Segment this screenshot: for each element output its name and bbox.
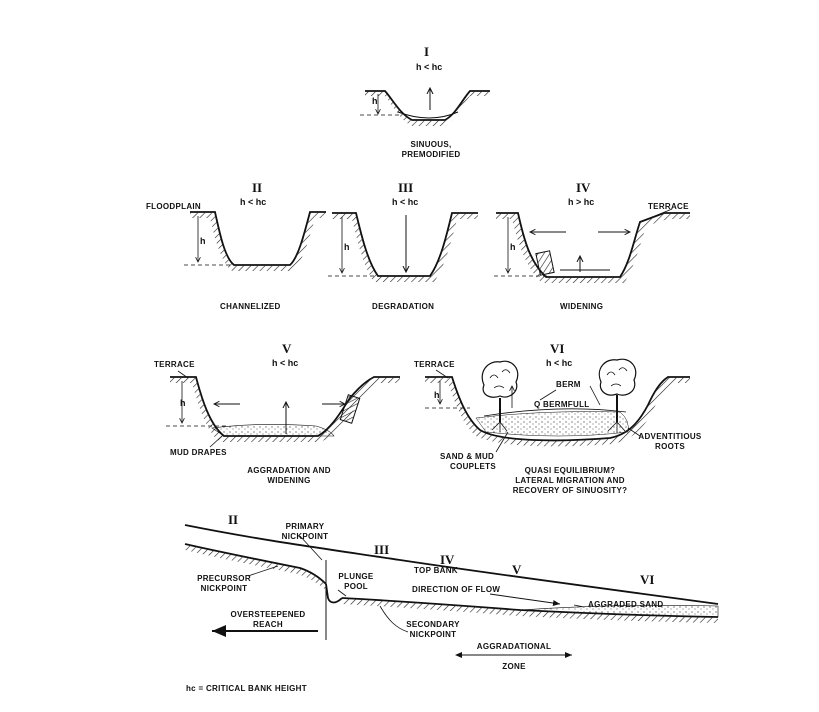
stage-1-caption-line-1: SINUOUS, [410,140,452,149]
stage-2-h: h [200,236,206,246]
aggraded-sand-label: AGGRADED SAND [588,600,664,609]
stage-5-caption-line-1: AGGRADATION AND [247,466,331,475]
stage-3-h: h [344,242,350,252]
adventitious-roots-line-1: ADVENTITIOUS [638,432,702,441]
adventitious-roots-line-2: ROOTS [655,442,685,451]
terrace-label-stage-6: TERRACE [414,360,455,369]
profile-stage-2-numeral: II [228,512,239,527]
secondary-nickpoint-line-2: NICKPOINT [409,630,457,639]
berm-label: BERM [556,380,581,389]
precursor-nickpoint-line-2: NICKPOINT [200,584,248,593]
longitudinal-profile [184,524,719,658]
mud-drapes-label: MUD DRAPES [170,448,227,457]
tree-left-icon [481,360,519,432]
secondary-nickpoint-label: SECONDARY NICKPOINT [398,620,468,640]
secondary-nickpoint-line-1: SECONDARY [406,620,460,629]
oversteepened-reach-line-1: OVERSTEEPENED [230,610,306,619]
stage-3-cross-section [328,212,478,282]
stage-4-cross-section [494,208,690,283]
plunge-pool-line-1: PLUNGE [338,572,374,581]
plunge-pool-line-2: POOL [344,582,368,591]
stage-6-numeral: VI [550,341,565,356]
stage-3-equation: h < hc [392,197,419,207]
q-bermfull-label: Q BERMFULL [534,400,590,409]
stage-5-equation: h < hc [272,358,299,368]
stage-6-question-line-3: RECOVERY OF SINUOSITY? [512,486,628,495]
stage-5-caption: AGGRADATION AND WIDENING [226,466,352,486]
precursor-nickpoint-label: PRECURSOR NICKPOINT [192,574,256,594]
oversteepened-reach-label: OVERSTEEPENED REACH [226,610,310,630]
profile-stage-6-numeral: VI [640,572,655,587]
profile-stage-4-numeral: IV [440,552,455,567]
primary-nickpoint-label: PRIMARY NICKPOINT [270,522,340,542]
terrace-label-stage-5: TERRACE [154,360,195,369]
top-bank-label: TOP BANK [414,566,458,575]
stage-5-caption-line-2: WIDENING [267,476,311,485]
stage-6-h: h [434,390,440,400]
stage-1-h: h [372,96,378,106]
stage-4-h: h [510,242,516,252]
stage-4-caption: WIDENING [560,302,604,311]
primary-nickpoint-line-2: NICKPOINT [281,532,329,541]
legend-critical-bank-height: hc = CRITICAL BANK HEIGHT [186,684,307,693]
stage-5-cross-section [166,370,400,448]
stage-2-caption: CHANNELIZED [220,302,281,311]
stage-6-cross-section [425,358,690,453]
floodplain-label: FLOODPLAIN [146,202,201,211]
stage-4-numeral: IV [576,180,591,195]
profile-stage-5-numeral: V [512,562,522,577]
stage-6-equation: h < hc [546,358,573,368]
primary-nickpoint-line-1: PRIMARY [285,522,325,531]
stage-2-cross-section [184,211,326,271]
oversteepened-reach-line-2: REACH [253,620,283,629]
stage-5-numeral: V [282,341,292,356]
stage-1-caption-line-2: PREMODIFIED [401,150,461,159]
profile-stage-3-numeral: III [374,542,390,557]
stage-1-equation: h < hc [416,62,443,72]
aggradational-zone-label: AGGRADATIONAL ZONE [468,642,560,672]
direction-of-flow-label: DIRECTION OF FLOW [412,585,501,594]
plunge-pool-label: PLUNGE POOL [334,572,378,592]
sand-mud-couplets-line-1: SAND & MUD [440,452,495,461]
stage-2-equation: h < hc [240,197,267,207]
stage-3-caption: DEGRADATION [372,302,435,311]
stage-4-equation: h > hc [568,197,595,207]
stage-1-caption: SINUOUS, PREMODIFIED [386,140,476,160]
stage-1-numeral: I [424,44,430,59]
stage-3-numeral: III [398,180,414,195]
aggradational-zone-line-1: AGGRADATIONAL [476,642,552,651]
stage-2-numeral: II [252,180,263,195]
stage-1-cross-section [360,88,490,126]
sand-mud-couplets-label: SAND & MUD COUPLETS [440,452,496,472]
tree-right-icon [598,358,637,433]
stage-6-question: QUASI EQUILIBRIUM? LATERAL MIGRATION AND… [500,466,640,496]
aggradational-zone-line-2: ZONE [502,662,526,671]
stage-6-question-line-2: LATERAL MIGRATION AND [515,476,625,485]
sand-mud-couplets-line-2: COUPLETS [450,462,496,471]
precursor-nickpoint-line-1: PRECURSOR [197,574,251,583]
adventitious-roots-label: ADVENTITIOUS ROOTS [626,432,714,452]
terrace-label-stage-4: TERRACE [648,202,689,211]
stage-6-question-line-1: QUASI EQUILIBRIUM? [524,466,616,475]
stage-5-h: h [180,398,186,408]
